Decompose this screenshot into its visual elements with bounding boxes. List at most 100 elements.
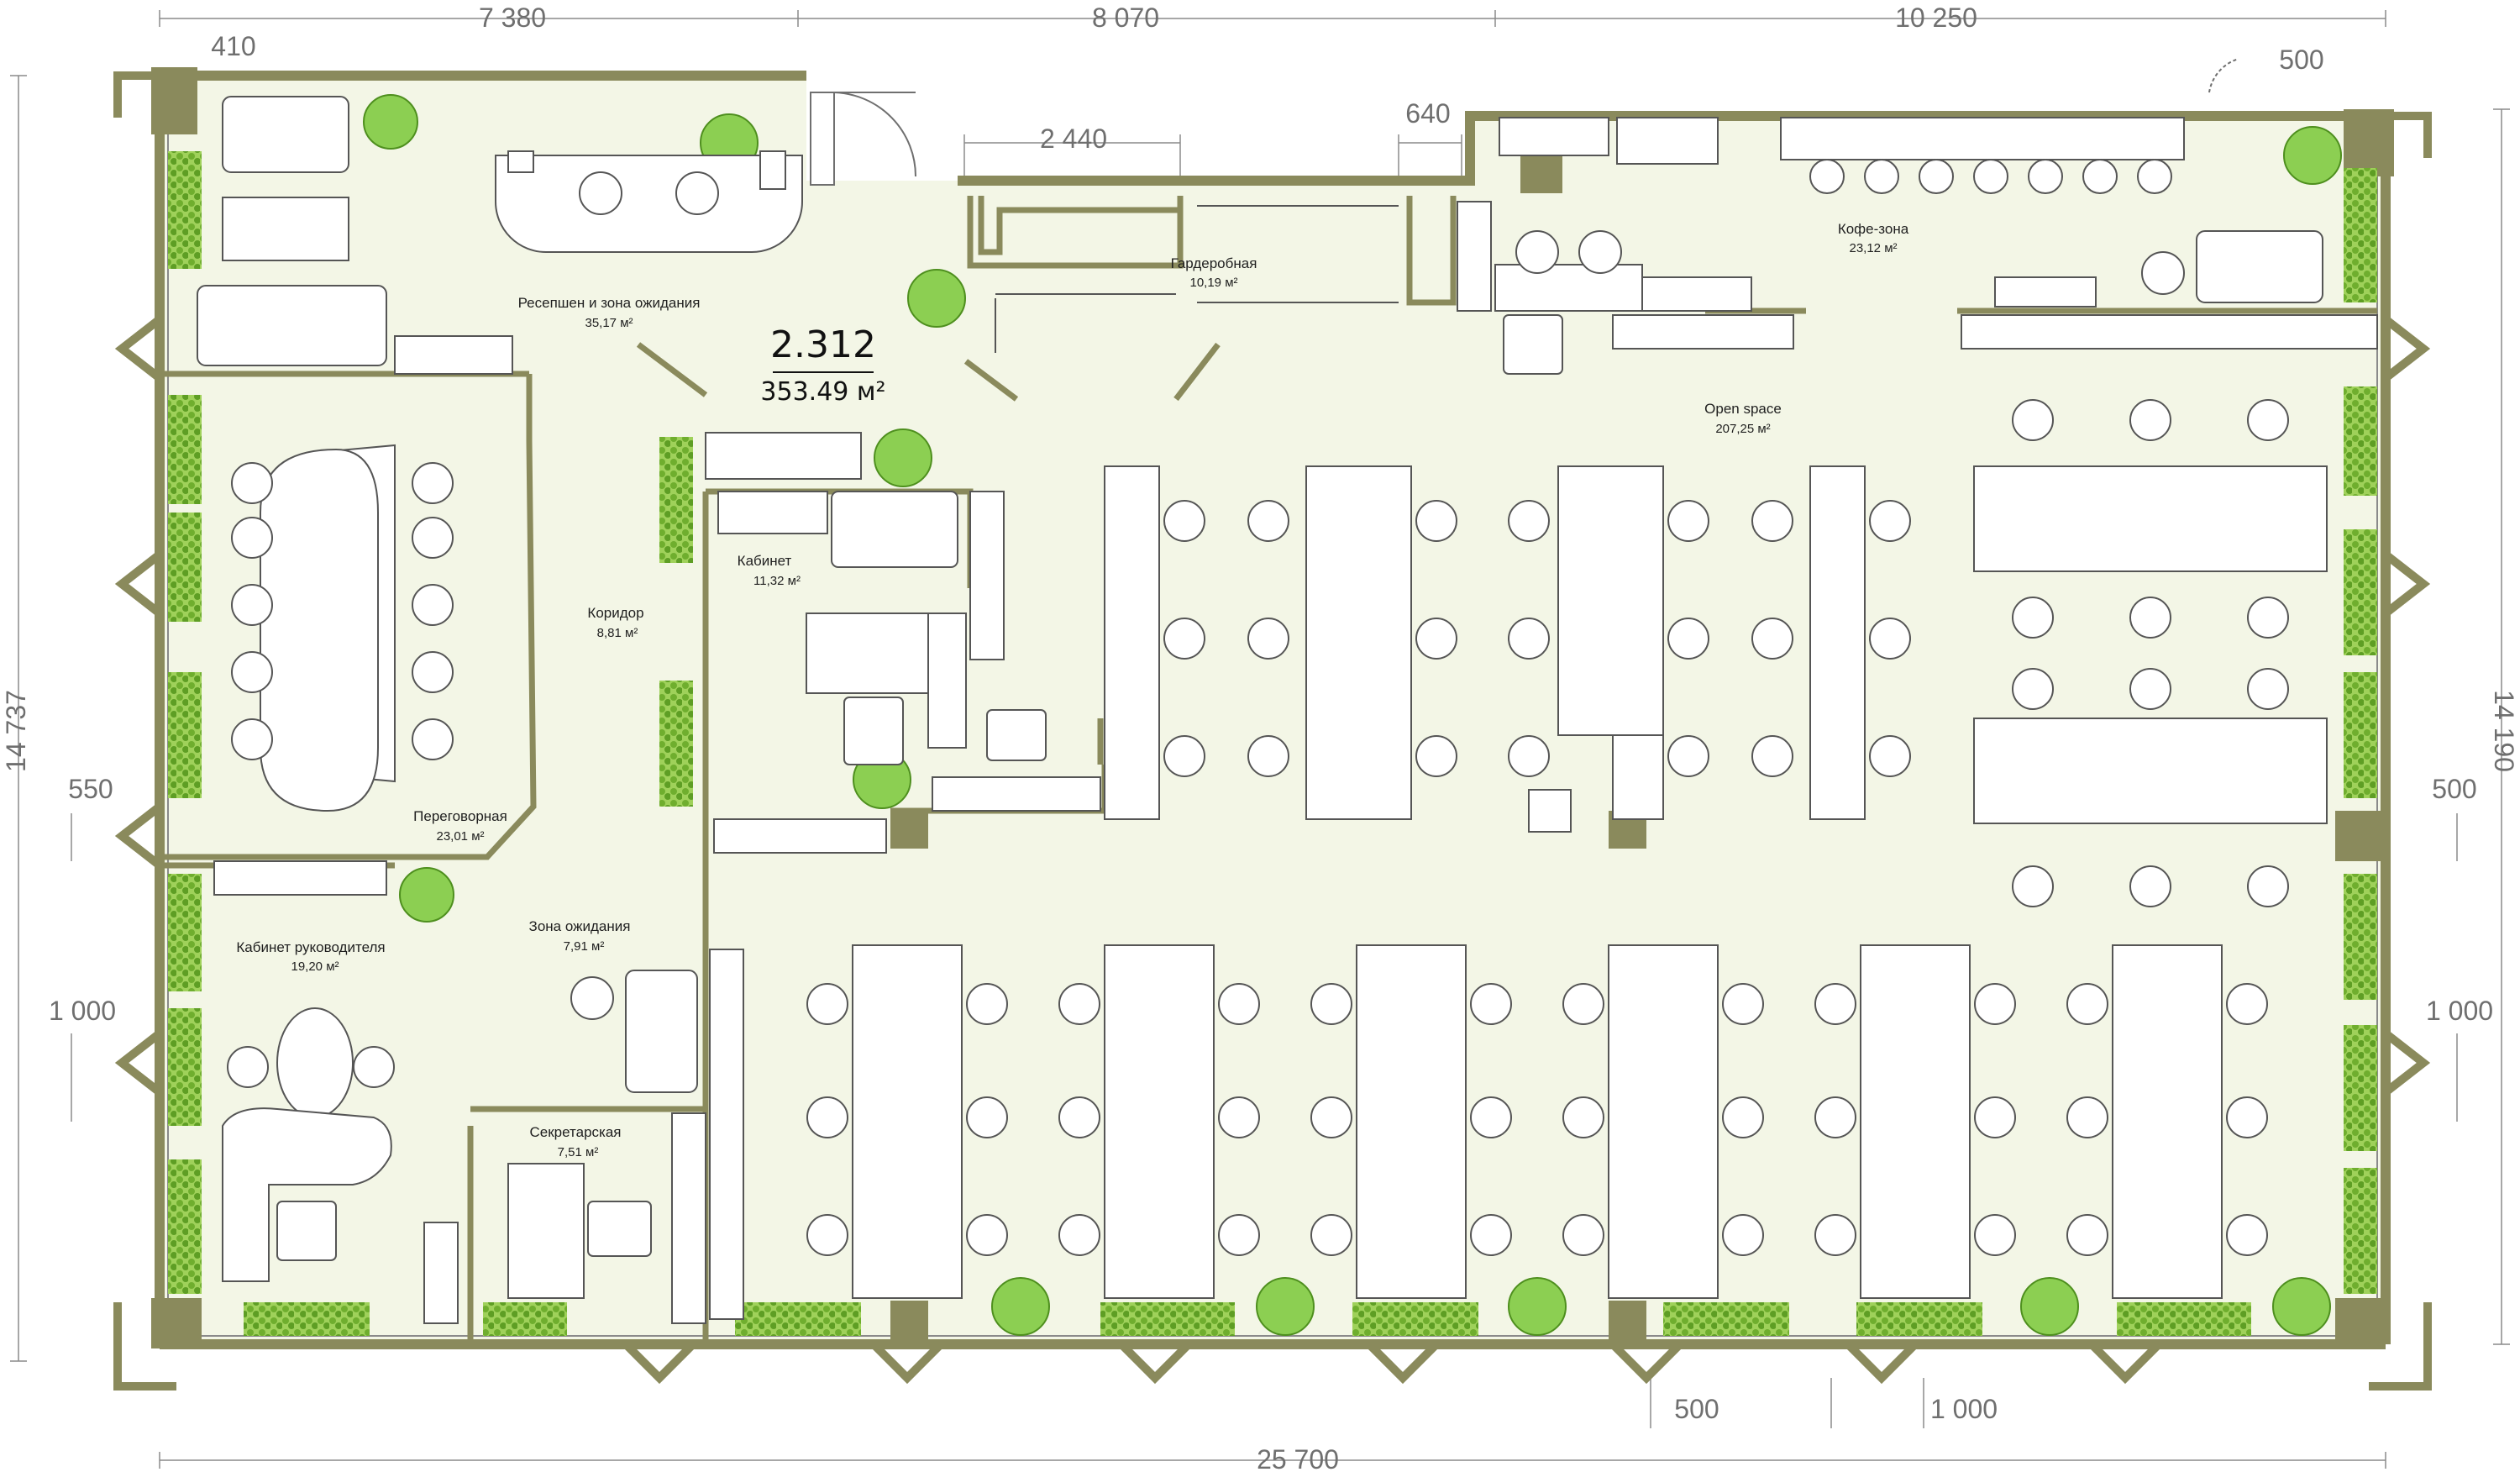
chair xyxy=(1218,1214,1260,1256)
room-coffee-name: Кофе-зона xyxy=(1838,221,1909,237)
coffee-furniture xyxy=(1494,117,2378,350)
chair xyxy=(1508,735,1550,777)
dim-right-1000: 1 000 xyxy=(2426,996,2493,1026)
chair xyxy=(231,462,273,504)
room-director-name: Кабинет руководителя xyxy=(236,939,385,955)
chair xyxy=(1163,500,1205,542)
room-meeting-name: Переговорная xyxy=(413,808,507,824)
chair xyxy=(2226,1214,2268,1256)
chair xyxy=(1974,1096,2016,1138)
chair xyxy=(1163,618,1205,660)
chair xyxy=(2012,668,2054,710)
chair xyxy=(1310,1214,1352,1256)
room-coffee-area: 23,12 м² xyxy=(1849,241,1897,255)
room-secretary-area: 7,51 м² xyxy=(558,1145,599,1159)
unit-info: 2.312 353.49 м² xyxy=(760,323,885,407)
room-openspace-name: Open space xyxy=(1704,401,1782,417)
chair xyxy=(1470,983,1512,1025)
room-openspace-area: 207,25 м² xyxy=(1715,422,1770,436)
dim-bottom-total: 25 700 xyxy=(1257,1444,1339,1472)
chair xyxy=(1415,735,1457,777)
chair xyxy=(2066,983,2108,1025)
room-corridor-area: 8,81 м² xyxy=(597,626,638,640)
dim-top-right: 10 250 xyxy=(1895,3,1977,33)
chair xyxy=(966,1096,1008,1138)
chair xyxy=(1751,618,1793,660)
chairs xyxy=(227,399,2289,1256)
potted-plants xyxy=(363,94,2342,1336)
chair xyxy=(231,651,273,693)
chair xyxy=(1814,983,1856,1025)
chair xyxy=(1869,618,1911,660)
chair xyxy=(1247,735,1289,777)
pilasters xyxy=(113,71,2432,1391)
chair xyxy=(231,718,273,760)
chair xyxy=(412,718,454,760)
room-wardrobe-name: Гардеробная xyxy=(1171,255,1257,271)
chair xyxy=(227,1046,269,1088)
dim-right-total: 14 190 xyxy=(2489,690,2519,772)
meeting-room-furniture xyxy=(260,444,396,812)
room-secretary-name: Секретарская xyxy=(530,1124,622,1140)
chair xyxy=(2247,399,2289,441)
chair xyxy=(1562,1096,1604,1138)
chair xyxy=(1667,500,1709,542)
chair xyxy=(806,983,848,1025)
chair xyxy=(966,983,1008,1025)
chair xyxy=(1470,1214,1512,1256)
reception-furniture xyxy=(197,96,803,375)
chair xyxy=(412,584,454,626)
chair xyxy=(1722,1214,1764,1256)
room-reception-area: 35,17 м² xyxy=(585,316,633,330)
dimension-lines xyxy=(10,10,2510,1469)
floor xyxy=(160,76,2386,1344)
desks-upper xyxy=(1104,465,2328,824)
dim-left-1000: 1 000 xyxy=(49,996,116,1026)
hedges xyxy=(168,151,2377,1336)
dimension-labels: 7 380 8 070 10 250 410 2 440 640 500 14 … xyxy=(1,3,2519,1472)
chair xyxy=(2066,1214,2108,1256)
chair xyxy=(2247,865,2289,907)
dim-2440: 2 440 xyxy=(1040,124,1107,154)
dim-right-500: 500 xyxy=(2432,774,2476,804)
chair xyxy=(2012,865,2054,907)
chair xyxy=(1814,1096,1856,1138)
chair xyxy=(1974,1214,2016,1256)
chair xyxy=(1247,500,1289,542)
room-labels: Ресепшен и зона ожидания 35,17 м² Гардер… xyxy=(236,221,1908,1159)
chair xyxy=(2226,1096,2268,1138)
chair xyxy=(1869,500,1911,542)
chair xyxy=(1310,983,1352,1025)
chair xyxy=(1667,618,1709,660)
chair xyxy=(1470,1096,1512,1138)
dim-top-mid: 8 070 xyxy=(1092,3,1159,33)
dim-410: 410 xyxy=(211,31,255,61)
chair xyxy=(2129,597,2171,639)
dim-bottom-1000: 1 000 xyxy=(1930,1394,1998,1424)
chair xyxy=(1508,500,1550,542)
chair xyxy=(2129,865,2171,907)
room-waiting-name: Зона ожидания xyxy=(529,918,631,934)
dim-500-top: 500 xyxy=(2279,45,2323,75)
chair xyxy=(2247,668,2289,710)
chair xyxy=(2012,399,2054,441)
room-cabinet-area: 11,32 м² xyxy=(753,574,801,588)
room-meeting-area: 23,01 м² xyxy=(436,829,484,844)
chair xyxy=(1310,1096,1352,1138)
room-wardrobe-area: 10,19 м² xyxy=(1189,276,1237,290)
chair xyxy=(1218,1096,1260,1138)
room-reception-name: Ресепшен и зона ожидания xyxy=(518,295,701,311)
wardrobe-racks xyxy=(995,205,1399,353)
room-corridor-name: Коридор xyxy=(587,605,643,621)
dim-640: 640 xyxy=(1405,98,1450,129)
chair xyxy=(412,462,454,504)
chair xyxy=(2129,399,2171,441)
chair xyxy=(966,1214,1008,1256)
chair xyxy=(806,1096,848,1138)
chair xyxy=(1218,983,1260,1025)
entrance-door[interactable] xyxy=(810,58,2239,186)
chair xyxy=(1751,500,1793,542)
chair xyxy=(1247,618,1289,660)
chair xyxy=(2129,668,2171,710)
